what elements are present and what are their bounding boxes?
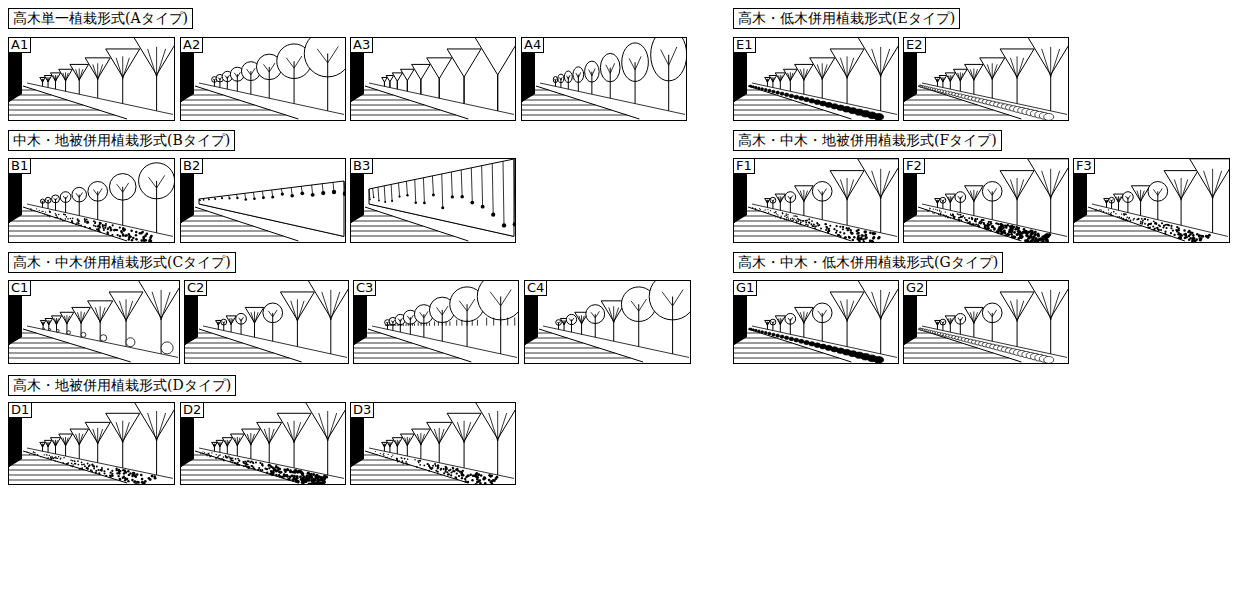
street-illustration [734,281,899,364]
street-illustration [904,38,1069,121]
panel-label: G1 [734,281,757,296]
panel-label: A3 [351,38,373,53]
street-illustration [734,38,899,121]
street-illustration [9,281,180,364]
heading-text: 高木・中木・地被併用植栽形式(Fタイプ) [738,132,997,148]
planting-panel: G2 [903,280,1069,364]
panel-label: B3 [351,159,373,174]
planting-panel: B1 [8,158,175,243]
planting-panel: E2 [903,37,1069,121]
type-heading: 高木・地被併用植栽形式(Dタイプ) [8,375,236,396]
planting-panel: G1 [733,280,899,364]
planting-panel: A4 [521,37,687,121]
panel-label: A4 [522,38,544,53]
heading-text: 中木・地被併用植栽形式(Bタイプ) [13,132,230,148]
type-heading: 中木・地被併用植栽形式(Bタイプ) [8,130,235,151]
heading-text: 高木単一植栽形式(Aタイプ) [13,10,188,26]
heading-text: 高木・地被併用植栽形式(Dタイプ) [13,377,231,393]
planting-panel: B2 [180,158,346,243]
planting-panel: F3 [1073,158,1230,243]
type-heading: 高木・中木・低木併用植栽形式(Gタイプ) [733,252,1003,273]
panel-label: C1 [9,281,31,296]
street-illustration [354,281,519,364]
planting-panel: B3 [350,158,516,243]
planting-panel: E1 [733,37,899,121]
panel-label: B2 [181,159,203,174]
planting-panel: A3 [350,37,516,121]
planting-panel: A1 [8,37,175,121]
street-illustration [351,403,516,485]
type-heading: 高木・中木併用植栽形式(Cタイプ) [8,252,236,273]
planting-panel: D1 [8,402,175,485]
planting-panel: C1 [8,280,180,364]
street-illustration [525,281,691,364]
street-illustration [351,38,516,121]
street-illustration [734,159,899,243]
panel-label: G2 [904,281,927,296]
street-illustration [1074,159,1230,243]
planting-panel: F1 [733,158,899,243]
street-illustration [522,38,687,121]
street-illustration [9,38,175,121]
panel-label: F2 [904,159,925,174]
panel-label: A1 [9,38,31,53]
panel-label: C2 [185,281,207,296]
planting-panel: C3 [353,280,519,364]
heading-text: 高木・低木併用植栽形式(Eタイプ) [738,10,955,26]
street-illustration [9,159,175,243]
heading-text: 高木・中木併用植栽形式(Cタイプ) [13,254,231,270]
planting-panel: C4 [524,280,691,364]
panel-label: F1 [734,159,755,174]
panel-label: D1 [9,403,32,418]
planting-panel: D2 [180,402,346,485]
planting-panel: D3 [350,402,516,485]
panel-label: D2 [181,403,204,418]
panel-label: D3 [351,403,374,418]
planting-panel: A2 [180,37,346,121]
street-illustration [181,159,346,243]
street-illustration [904,159,1069,243]
street-illustration [351,159,516,243]
panel-label: A2 [181,38,203,53]
planting-panel: C2 [184,280,349,364]
panel-label: F3 [1074,159,1095,174]
street-illustration [181,403,346,485]
street-illustration [185,281,349,364]
panel-label: B1 [9,159,31,174]
street-illustration [181,38,346,121]
type-heading: 高木・低木併用植栽形式(Eタイプ) [733,8,960,29]
panel-label: C3 [354,281,376,296]
panel-label: E1 [734,38,756,53]
type-heading: 高木・中木・地被併用植栽形式(Fタイプ) [733,130,1002,151]
panel-label: C4 [525,281,547,296]
panel-label: E2 [904,38,926,53]
type-heading: 高木単一植栽形式(Aタイプ) [8,8,193,29]
planting-panel: F2 [903,158,1069,243]
street-illustration [9,403,175,485]
street-illustration [904,281,1069,364]
heading-text: 高木・中木・低木併用植栽形式(Gタイプ) [738,254,998,270]
